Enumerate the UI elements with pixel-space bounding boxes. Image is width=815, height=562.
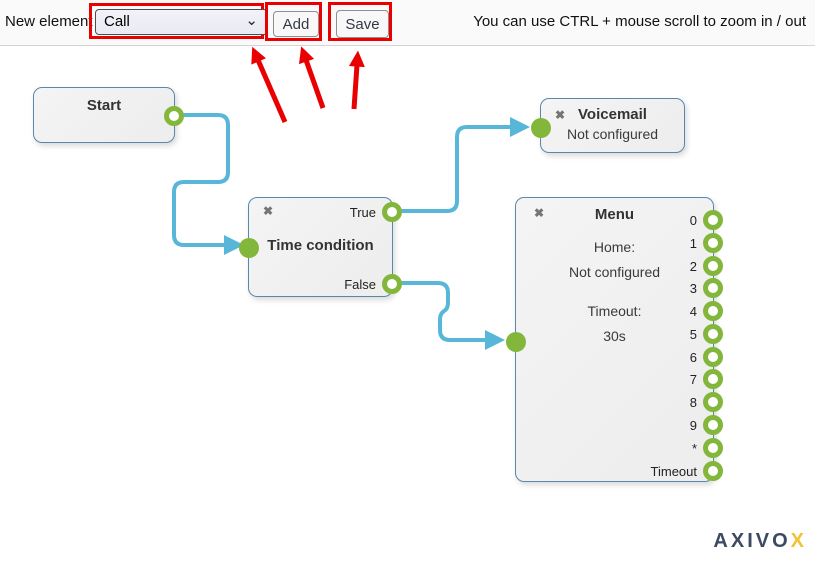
menu-input-port[interactable] [506,332,526,352]
port-ring[interactable] [703,256,723,276]
node-start-title: Start [86,97,122,114]
connector-start-to-timecondition [172,113,244,255]
port-label: 7 [689,371,697,387]
node-voicemail[interactable]: ✖ Voicemail Not configured [531,98,685,153]
menu-port-2[interactable]: 2 [690,256,723,276]
new-element-label: New element [5,13,93,30]
node-time-condition-title: Time condition [267,237,374,254]
port-ring[interactable] [382,274,402,294]
chevron-down-icon: ⌄ [245,12,258,29]
logo-text-accent: X [790,530,807,552]
menu-port-3[interactable]: 3 [690,278,723,298]
menu-port-7[interactable]: 7 [690,369,723,389]
port-ring[interactable] [703,233,723,253]
menu-port-4[interactable]: 4 [690,301,723,321]
port-ring[interactable] [703,210,723,230]
connector-true-to-voicemail [396,117,530,213]
port-ring[interactable] [703,438,723,458]
port-ring[interactable] [703,301,723,321]
port-label: 3 [689,280,697,296]
annotation-box-save: Save [328,2,392,41]
port-label: 2 [689,258,697,274]
port-ring[interactable] [703,392,723,412]
menu-port-1[interactable]: 1 [690,233,723,253]
port-label: 1 [689,235,697,251]
port-label: 0 [689,212,697,228]
red-arrow-to-add [298,46,326,109]
spacer [516,285,713,299]
node-voicemail-title: Voicemail [578,106,647,123]
annotation-box-select: Call ⌄ [89,3,268,39]
connector-false-to-menu [396,281,505,350]
port-ring[interactable] [703,278,723,298]
port-ring[interactable] [703,369,723,389]
start-output-port[interactable] [164,106,184,126]
port-false[interactable]: False [344,274,402,294]
port-label: 6 [689,349,697,365]
menu-home-label: Home: [593,239,636,255]
axivox-logo: AXIVOX [713,530,807,553]
port-true-label: True [349,204,376,220]
toolbar: New element Call ⌄ Add Save You can use … [0,0,815,46]
add-button[interactable]: Add [273,11,319,37]
logo-text-primary: AXIVO [713,530,791,552]
port-label: * [691,440,697,456]
menu-port-5[interactable]: 5 [690,324,723,344]
port-ring[interactable] [703,415,723,435]
port-ring[interactable] [703,324,723,344]
close-icon[interactable]: ✖ [263,204,274,218]
new-element-select-value: Call [104,13,130,30]
port-label: 9 [689,417,697,433]
menu-port-9[interactable]: 9 [690,415,723,435]
port-label: 5 [689,326,697,342]
red-arrow-to-select [251,46,288,123]
menu-port-timeout[interactable]: Timeout [651,461,723,481]
close-icon[interactable]: ✖ [555,108,566,122]
red-arrow-to-save [348,50,365,110]
voicemail-input-port[interactable] [531,118,551,138]
node-menu-body: Home: Not configured Timeout: 30s [516,235,713,349]
node-start[interactable]: Start [33,87,184,143]
port-true[interactable]: True [350,202,402,222]
close-icon[interactable]: ✖ [534,206,545,220]
menu-port-8[interactable]: 8 [690,392,723,412]
menu-home-value: Not configured [568,264,661,280]
menu-port-star[interactable]: * [692,438,723,458]
annotation-box-add: Add [265,2,322,41]
menu-port-0[interactable]: 0 [690,210,723,230]
node-menu-title: Menu [594,206,635,223]
port-false-label: False [344,276,376,292]
save-button[interactable]: Save [336,10,389,38]
menu-timeout-value: 30s [603,328,626,344]
port-label: 8 [689,394,697,410]
node-time-condition[interactable]: ✖ Time condition True False [239,197,402,297]
menu-port-6[interactable]: 6 [690,347,723,367]
port-ring[interactable] [703,461,723,481]
node-menu[interactable]: ✖ Menu Home: Not configured Timeout: 30s… [506,197,723,482]
port-ring[interactable] [703,347,723,367]
port-ring[interactable] [382,202,402,222]
new-element-select[interactable]: Call ⌄ [95,9,268,35]
port-label: 4 [689,303,697,319]
port-label: Timeout [650,463,697,479]
time-condition-input-port[interactable] [239,238,259,258]
menu-timeout-label: Timeout: [587,303,642,319]
node-voicemail-status: Not configured [566,126,659,142]
zoom-hint-text: You can use CTRL + mouse scroll to zoom … [473,13,806,30]
